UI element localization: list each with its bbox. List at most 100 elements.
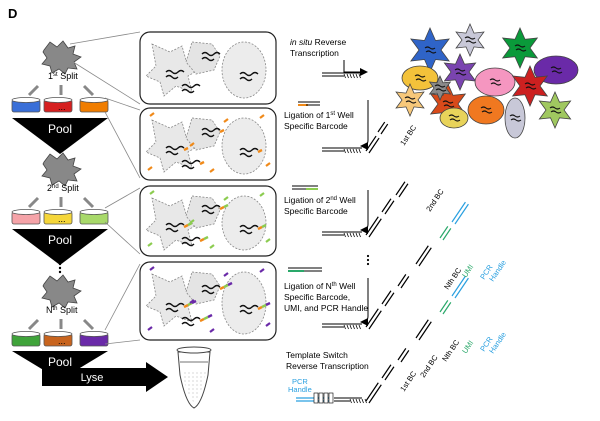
free-barcode: [149, 266, 155, 271]
bc1-segment: [377, 121, 386, 133]
well-dish: [43, 331, 73, 347]
mrna-squiggle: [165, 145, 189, 156]
left-column: 1st Split ... Pool 2nd Split ... Pool: [11, 40, 212, 409]
strand-bc2: [322, 181, 409, 238]
zoom-panel: [139, 31, 277, 105]
label-bc1-step1: 1st BC: [398, 123, 418, 147]
umi-segment: [439, 226, 449, 239]
free-barcode: [265, 322, 271, 327]
cluster-mrna: [448, 114, 460, 118]
poly-a-tick: [355, 398, 358, 404]
bc1-segment: [365, 135, 377, 152]
free-barcode: [189, 219, 195, 224]
step-ts-text: Template Switch: [286, 350, 348, 360]
dish-ellipsis-1: ...: [58, 102, 66, 112]
poly-a-tick: [349, 232, 352, 238]
cluster-mrna: [514, 44, 526, 48]
cluster-mrna: [510, 118, 522, 122]
free-barcode: [209, 244, 215, 249]
pcr-handle-segment: [454, 277, 469, 299]
cluster-mrna: [414, 74, 426, 78]
label-bc2-step2: 2nd BC: [424, 187, 446, 213]
label-bc1-step4: 1st BC: [398, 369, 418, 393]
poly-a-tick: [358, 232, 361, 238]
cluster-mrna: [404, 96, 416, 100]
cluster-cell: [455, 23, 485, 57]
barcode-mark: [191, 299, 197, 305]
pool-funnel-n: [12, 351, 108, 380]
poly-a-tick: [352, 232, 355, 238]
cluster-cell: [439, 107, 469, 129]
label-bcN-step3: Nth BC: [442, 266, 463, 292]
step-template-switch: Template Switch Reverse Transcription: [286, 350, 369, 371]
strand-rt: [322, 72, 362, 79]
umi-segment: [442, 302, 452, 315]
free-barcode: [149, 112, 155, 117]
barcode-mark: [203, 315, 209, 321]
lyse-label: Lyse: [81, 372, 104, 384]
bc-segment: [384, 292, 395, 307]
bc-segment: [368, 384, 382, 404]
poly-a-tick: [343, 232, 346, 238]
zoom-lines: [69, 31, 141, 345]
panel-cells: [145, 41, 267, 99]
mrna-squiggle: [165, 221, 193, 233]
split-n-arrows: [27, 318, 95, 331]
well-dishes-second: [11, 209, 109, 225]
mrna-squiggle: [201, 127, 225, 138]
pcr-handle-segment: [454, 203, 469, 225]
free-barcode: [259, 268, 265, 273]
bc1-segment: [368, 137, 380, 154]
bc-segment: [395, 181, 406, 196]
panel-cells: [145, 190, 271, 251]
zoom-panel: [139, 261, 277, 341]
lysate-tube: [176, 346, 212, 409]
step-lign-text: Ligation of Nth Well: [284, 281, 356, 291]
well-dishes-first: [11, 97, 109, 113]
step-ligation-1: Ligation of 1st Well Specific Barcode: [284, 110, 354, 131]
cluster-mrna: [435, 88, 447, 92]
label-bc2-step4: 2nd BC: [418, 353, 440, 379]
cluster-mrna: [465, 40, 477, 44]
mrna-squiggle: [239, 223, 267, 235]
cluster-mrna: [443, 104, 455, 108]
free-barcode: [149, 190, 155, 195]
cluster-mrna: [515, 48, 527, 52]
bc-segment: [415, 319, 429, 339]
bc-segment: [400, 350, 410, 363]
well-dish: [11, 97, 41, 113]
bc-segment: [418, 247, 432, 267]
adapter-icons: [288, 101, 322, 272]
poly-a-tick: [358, 324, 361, 330]
pcr-handle-segment: [451, 201, 466, 223]
bc-segment: [415, 245, 429, 265]
poly-a-tick: [358, 398, 361, 404]
free-barcode: [209, 328, 215, 333]
bc-segment: [381, 290, 392, 305]
mrna-squiggle: [239, 301, 271, 315]
bc-segment: [381, 198, 392, 213]
free-barcode: [265, 238, 271, 243]
barcode-mark: [257, 305, 263, 311]
poly-a-tick: [346, 148, 349, 154]
vertical-ellipsis-left: [58, 262, 62, 274]
zoom-panels: [139, 31, 277, 341]
label-handle-ts: Handle: [288, 385, 312, 394]
bc-segment: [397, 348, 407, 361]
cluster-mrna: [405, 100, 417, 104]
mrna-squiggle: [201, 51, 221, 62]
panel-cells: [145, 112, 271, 175]
pooled-cell-cluster: [395, 23, 579, 139]
free-barcode: [223, 272, 229, 277]
poly-a-tick: [352, 324, 355, 330]
cluster-mrna: [549, 106, 561, 110]
pool-label-2: Pool: [48, 233, 72, 247]
step-ligation-n: Ligation of Nth Well Specific Barcode, U…: [284, 281, 368, 313]
cluster-mrna: [442, 100, 454, 104]
poly-a-tick: [349, 73, 352, 79]
poly-a-tick: [361, 398, 364, 404]
label-umi-step3: UMI: [460, 263, 475, 279]
bc-segment: [384, 366, 395, 381]
label-umi-step4: UMI: [460, 339, 475, 355]
label-bcN-step4: Nth BC: [440, 338, 461, 364]
